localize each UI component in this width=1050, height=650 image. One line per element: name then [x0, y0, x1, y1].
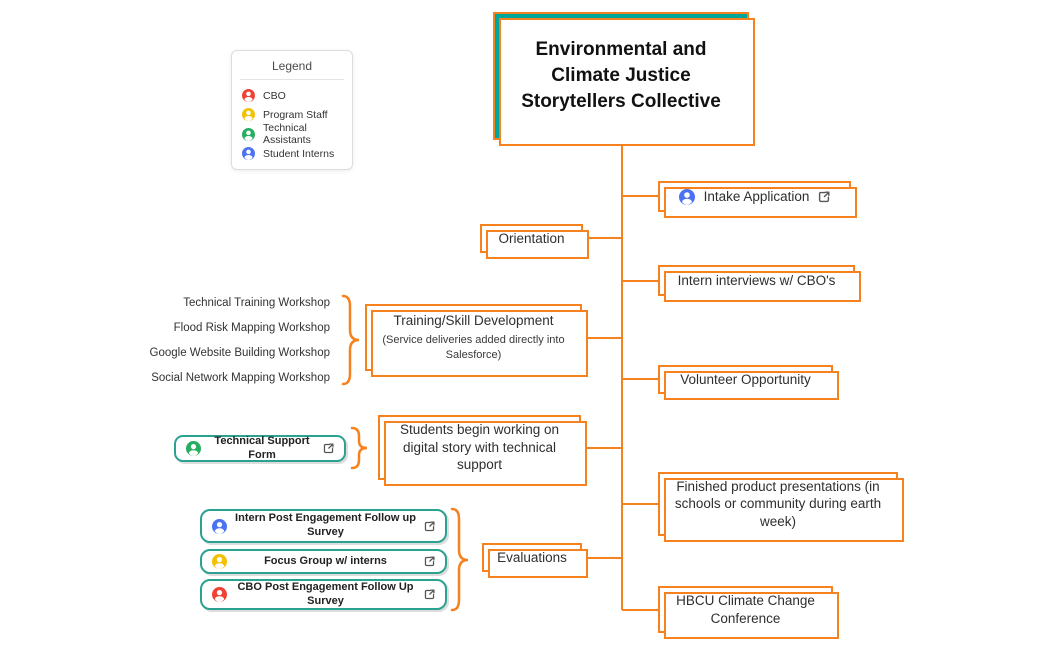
legend-item-technical-assistants: Technical Assistants [242, 122, 342, 146]
node-intake-application[interactable]: Intake Application [658, 181, 857, 218]
node-label: Evaluations [497, 549, 567, 565]
workshop-item[interactable]: Google Website Building Workshop [149, 347, 330, 359]
legend-item-cbo: CBO [242, 86, 342, 105]
person-icon-red [242, 89, 255, 102]
link-technical-support-form[interactable]: Technical Support Form [174, 435, 346, 462]
legend-item-label: CBO [263, 89, 286, 102]
node-students-digital-story[interactable]: Students begin working on digital story … [378, 415, 587, 486]
node-label: Training/Skill Development [393, 313, 554, 329]
node-intern-interviews[interactable]: Intern interviews w/ CBO's [658, 265, 861, 302]
external-link-icon[interactable] [424, 589, 435, 600]
node-label: Students begin working on digital story … [399, 422, 560, 473]
node-finished-product-presentations[interactable]: Finished product presentations (in schoo… [658, 472, 904, 542]
link-label: CBO Post Engagement Follow Up Survey [237, 580, 414, 607]
node-label: Intern interviews w/ CBO's [677, 272, 836, 288]
person-icon-blue [678, 188, 695, 205]
tech-support-brace [350, 426, 368, 470]
legend-card[interactable]: Legend CBO Program Staff Technical Assis… [231, 50, 353, 170]
person-icon-green [186, 441, 201, 456]
legend-item-label: Program Staff [263, 108, 328, 121]
workshop-item[interactable]: Social Network Mapping Workshop [151, 372, 330, 384]
external-link-icon[interactable] [424, 520, 435, 532]
workshop-item[interactable]: Technical Training Workshop [183, 297, 330, 309]
legend-divider [240, 79, 344, 80]
node-evaluations[interactable]: Evaluations [482, 543, 588, 578]
node-label: Orientation [498, 230, 565, 246]
person-icon-yellow [242, 108, 255, 121]
grouping-braces [341, 294, 469, 612]
node-volunteer-opportunity[interactable]: Volunteer Opportunity [658, 365, 839, 400]
node-label: Finished product presentations (in schoo… [674, 478, 882, 529]
link-focus-group-interns[interactable]: Focus Group w/ interns [200, 549, 447, 574]
node-label: Volunteer Opportunity [680, 371, 811, 387]
link-cbo-post-engagement-survey[interactable]: CBO Post Engagement Follow Up Survey [200, 579, 447, 610]
link-label: Technical Support Form [214, 434, 310, 461]
node-orientation[interactable]: Orientation [480, 224, 589, 259]
legend-item-label: Technical Assistants [263, 122, 311, 146]
link-label: Intern Post Engagement Follow up Survey [235, 512, 416, 538]
root-node[interactable]: Environmental and Climate Justice Storyt… [493, 12, 755, 146]
external-link-icon[interactable] [323, 443, 334, 454]
external-link-icon[interactable] [424, 556, 435, 567]
evaluations-brace [450, 507, 469, 612]
legend-item-program-staff: Program Staff [242, 105, 342, 124]
person-icon-blue [212, 518, 227, 534]
workshops-brace [341, 294, 360, 386]
person-icon-yellow [212, 554, 227, 569]
node-hbcu-conference[interactable]: HBCU Climate Change Conference [658, 586, 839, 639]
link-label: Focus Group w/ interns [264, 554, 387, 567]
root-node-title: Environmental and Climate Justice Storyt… [521, 38, 721, 113]
link-intern-post-engagement-survey[interactable]: Intern Post Engagement Follow up Survey [200, 509, 447, 543]
node-sublabel: (Service deliveries added directly into … [382, 333, 565, 361]
legend-item-label: Student Interns [263, 147, 335, 160]
node-training-skill-development[interactable]: Training/Skill Development (Service deli… [365, 304, 588, 377]
legend-title: Legend [271, 59, 313, 73]
person-icon-red [212, 587, 227, 602]
workshop-list: Technical Training Workshop Flood Risk M… [120, 291, 330, 391]
external-link-icon[interactable] [818, 191, 830, 203]
node-label: Intake Application [703, 188, 810, 204]
node-label: HBCU Climate Change Conference [676, 592, 815, 626]
legend-item-student-interns: Student Interns [242, 144, 342, 163]
workshop-item[interactable]: Flood Risk Mapping Workshop [173, 322, 330, 334]
person-icon-green [242, 127, 255, 141]
person-icon-blue [242, 147, 255, 160]
